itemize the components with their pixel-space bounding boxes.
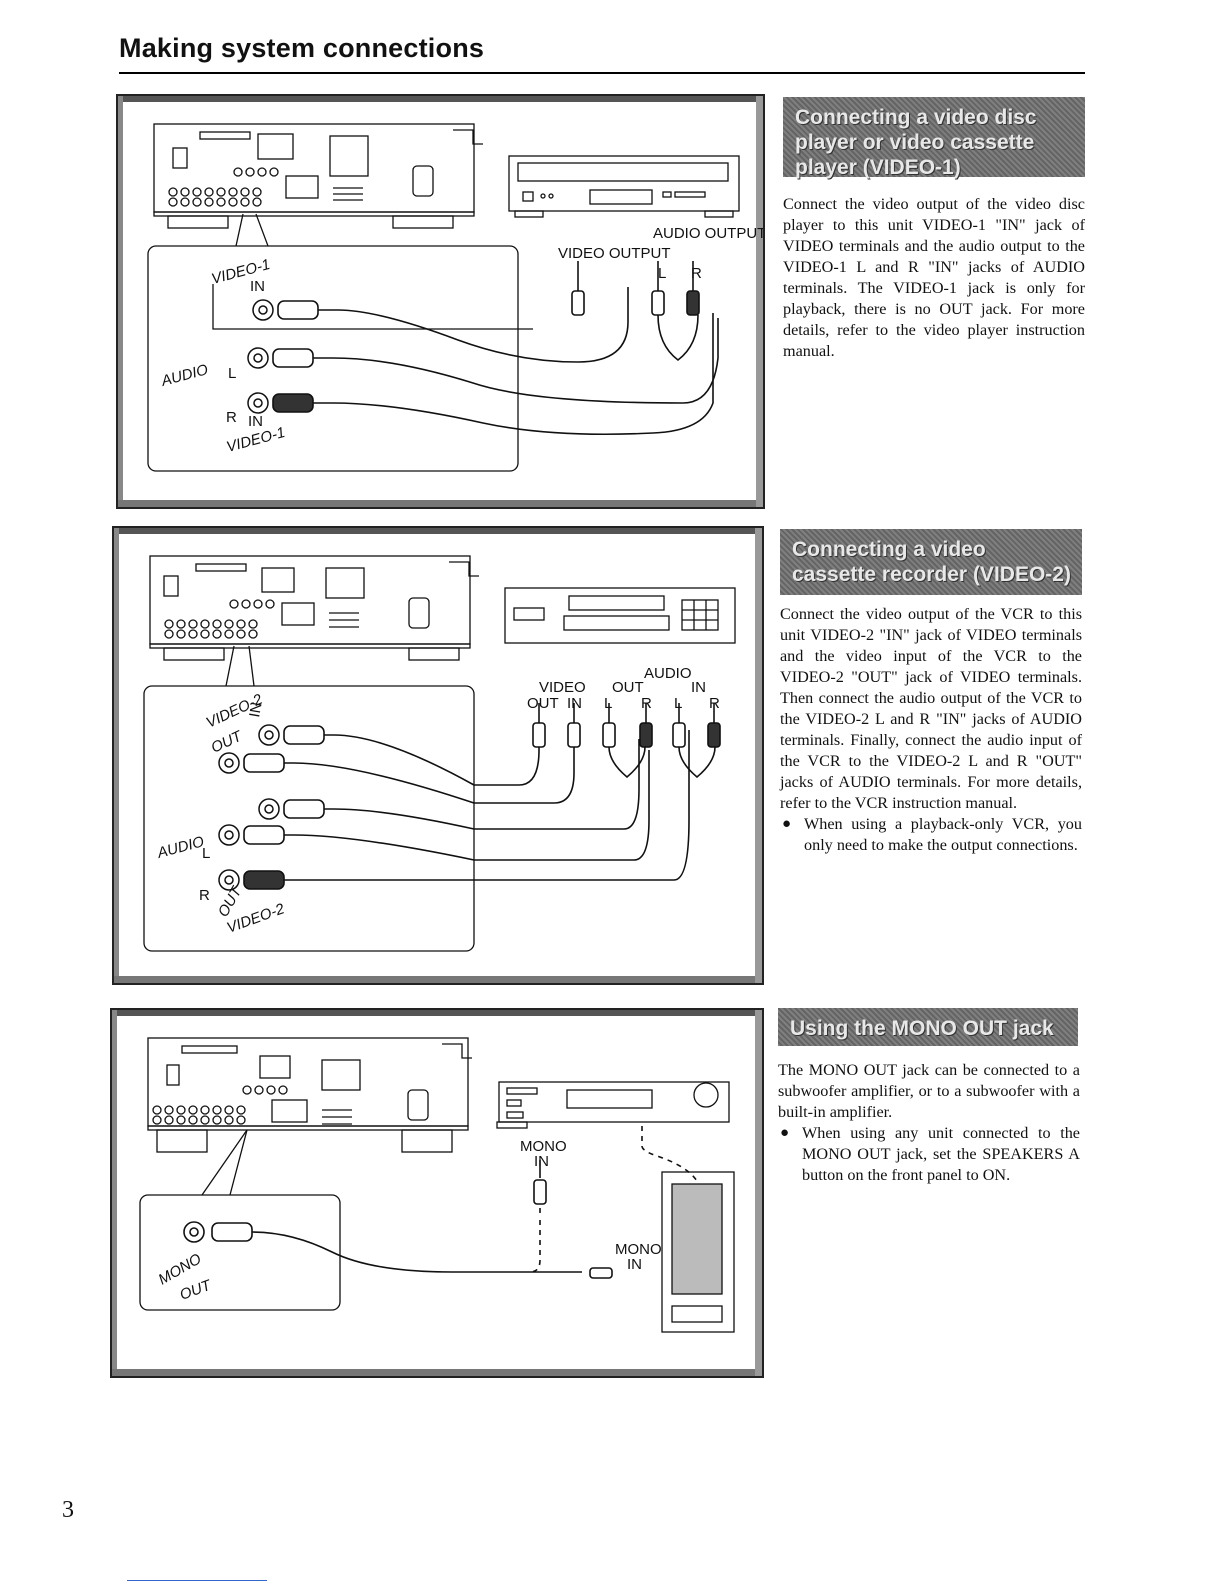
label-in-l: L bbox=[674, 695, 682, 712]
label-out-top: OUT bbox=[209, 727, 247, 757]
label-out-r: R bbox=[641, 695, 652, 712]
diagram-panel-mono-out: MONO OUT MONO IN MONO IN bbox=[110, 1008, 764, 1378]
label-video-output: VIDEO OUTPUT bbox=[558, 245, 671, 262]
label-in-sub: IN bbox=[627, 1256, 642, 1273]
section-body-video1: Connect the video output of the video di… bbox=[783, 194, 1085, 362]
section-text: Connect the video output of the VCR to t… bbox=[780, 605, 1082, 812]
mono-out-connection-diagram: MONO OUT MONO IN MONO IN bbox=[139, 1037, 735, 1333]
footer-link-line bbox=[127, 1580, 267, 1581]
amplifier-icon bbox=[496, 1081, 730, 1129]
section-heading-mono-out: Using the MONO OUT jack bbox=[778, 1008, 1078, 1046]
rca-jack-icons bbox=[218, 724, 280, 891]
section-text: Connect the video output of the video di… bbox=[783, 195, 1085, 360]
label-video-out: OUT bbox=[527, 695, 559, 712]
label-in-top: IN bbox=[250, 278, 265, 295]
diagram-panel-video1: VIDEO-1 IN AUDIO L R IN VIDEO-1 VIDEO OU… bbox=[116, 94, 765, 509]
diagram-panel-video2: VIDEO-2 IN OUT AUDIO L R OUT VIDEO-2 VID… bbox=[112, 526, 764, 985]
label-r: R bbox=[199, 887, 210, 904]
receiver-rear-panel-icon bbox=[153, 123, 483, 229]
label-in-top: IN bbox=[246, 701, 265, 719]
title-rule bbox=[119, 72, 1085, 74]
label-audio: AUDIO bbox=[159, 361, 211, 390]
section-heading-video1: Connecting a video disc player or video … bbox=[783, 97, 1085, 179]
receiver-rear-panel-icon bbox=[147, 1037, 472, 1153]
rca-jack-icons bbox=[247, 299, 274, 414]
page-number: 3 bbox=[62, 1497, 74, 1523]
section-body-video2: Connect the video output of the VCR to t… bbox=[780, 604, 1082, 856]
label-r: R bbox=[226, 409, 237, 426]
label-in-r: R bbox=[709, 695, 720, 712]
cable-icons bbox=[243, 703, 721, 890]
subwoofer-icon bbox=[661, 1171, 735, 1333]
label-video: VIDEO bbox=[539, 679, 586, 696]
label-out-r: R bbox=[691, 265, 702, 282]
label-out: OUT bbox=[178, 1276, 215, 1303]
label-audio-in: IN bbox=[691, 679, 706, 696]
label-in-top: IN bbox=[534, 1153, 549, 1170]
jack-zoom-inset bbox=[143, 645, 475, 952]
label-audio-top: AUDIO bbox=[644, 665, 692, 682]
video2-connection-diagram: VIDEO-2 IN OUT AUDIO L R OUT VIDEO-2 VID… bbox=[143, 555, 736, 952]
label-out-l: L bbox=[604, 695, 612, 712]
video1-connection-diagram: VIDEO-1 IN AUDIO L R IN VIDEO-1 VIDEO OU… bbox=[147, 123, 763, 472]
label-in-bottom: IN bbox=[248, 413, 263, 430]
cable-icons bbox=[272, 261, 719, 436]
bullet-item: ●When using any unit connected to the MO… bbox=[780, 1124, 1080, 1184]
label-mono-in-top: MONO bbox=[520, 1138, 567, 1155]
label-l: L bbox=[228, 365, 236, 382]
video-disc-player-icon bbox=[508, 155, 740, 218]
jack-zoom-inset bbox=[147, 213, 533, 472]
label-l: L bbox=[202, 845, 210, 862]
label-mono-in-sub: MONO bbox=[615, 1241, 662, 1258]
section-heading-video2: Connecting a video cassette recorder (VI… bbox=[780, 529, 1082, 595]
section-text: The MONO OUT jack can be connected to a … bbox=[778, 1061, 1080, 1121]
bullet-item: ●When using a playback-only VCR, you onl… bbox=[782, 815, 1082, 854]
receiver-rear-panel-icon bbox=[149, 555, 479, 661]
label-audio: AUDIO bbox=[155, 833, 207, 862]
vcr-icon bbox=[504, 587, 736, 644]
section-body-mono-out: The MONO OUT jack can be connected to a … bbox=[778, 1060, 1080, 1186]
label-audio-out: OUT bbox=[612, 679, 644, 696]
label-audio-output: AUDIO OUTPUT bbox=[653, 225, 763, 242]
label-out-l: L bbox=[658, 265, 666, 282]
page-title: Making system connections bbox=[119, 33, 485, 63]
cable-icons bbox=[183, 1126, 698, 1279]
label-video-in: IN bbox=[567, 695, 582, 712]
jack-zoom-inset bbox=[139, 1129, 341, 1311]
